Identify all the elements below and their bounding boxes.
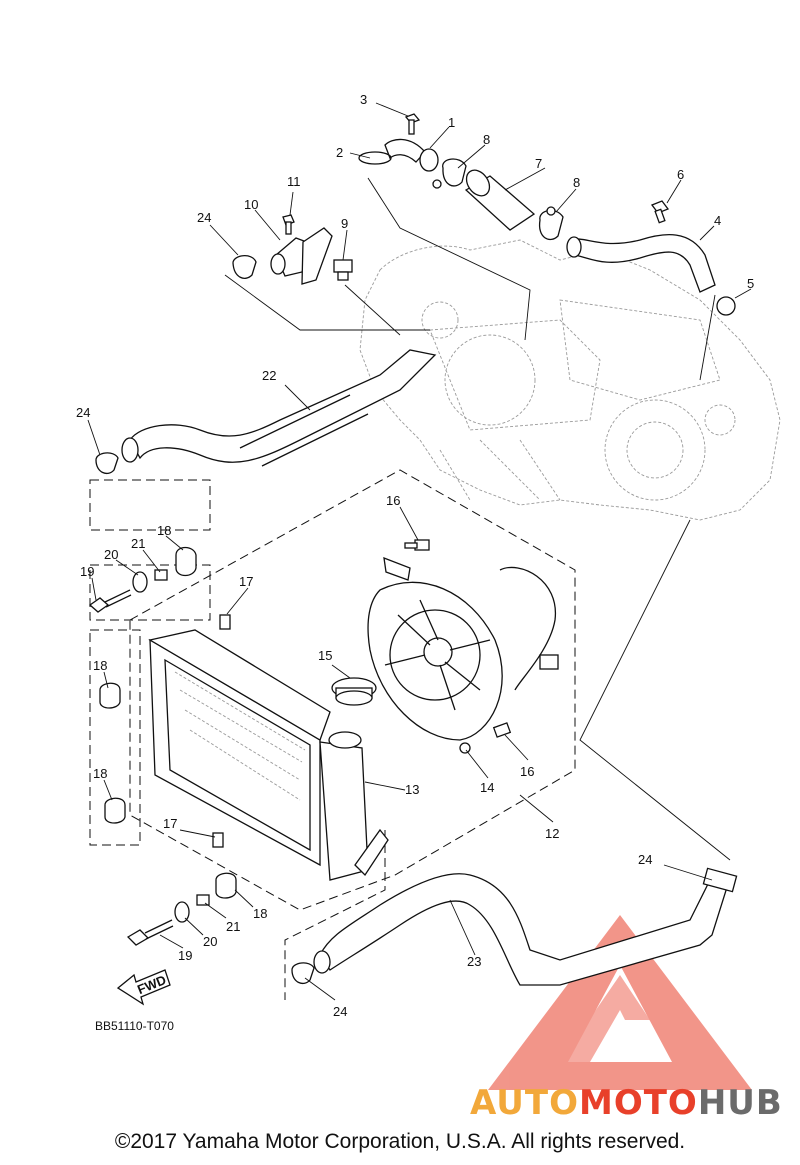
callout-20: 20 — [104, 547, 118, 562]
callout-18: 18 — [253, 906, 267, 921]
callout-19: 19 — [80, 564, 94, 579]
fan-motor-assembly — [367, 556, 559, 754]
callout-17: 17 — [239, 574, 253, 589]
callout-numbers: 3 1 2 8 7 8 6 4 5 11 10 9 24 22 24 16 18… — [76, 92, 754, 1019]
callout-2: 2 — [336, 145, 343, 160]
callout-3: 3 — [360, 92, 367, 107]
callout-1: 1 — [448, 115, 455, 130]
callout-6: 6 — [677, 167, 684, 182]
callout-8: 8 — [483, 132, 490, 147]
callout-8: 8 — [573, 175, 580, 190]
fwd-label: FWD — [135, 972, 168, 997]
callout-24: 24 — [197, 210, 211, 225]
callout-24: 24 — [76, 405, 90, 420]
watermark-logo — [488, 915, 752, 1090]
callout-16: 16 — [520, 764, 534, 779]
watermark-moto: MOTO — [578, 1083, 698, 1123]
callout-21: 21 — [226, 919, 240, 934]
watermark-auto: AUTO — [470, 1083, 579, 1123]
callout-10: 10 — [244, 197, 258, 212]
connection-lines — [224, 177, 731, 861]
engine-outline — [359, 239, 781, 521]
callout-22: 22 — [262, 368, 276, 383]
hose-23 — [291, 867, 738, 986]
callout-14: 14 — [480, 780, 494, 795]
callout-12: 12 — [545, 826, 559, 841]
callout-leaders — [87, 102, 752, 1001]
callout-19: 19 — [178, 948, 192, 963]
callout-24: 24 — [333, 1004, 347, 1019]
radiator — [148, 629, 389, 881]
callout-18: 18 — [93, 658, 107, 673]
callout-18: 18 — [93, 766, 107, 781]
callout-11: 11 — [287, 174, 301, 189]
watermark-hub: HUB — [697, 1083, 783, 1123]
callout-7: 7 — [535, 156, 542, 171]
hose-22 — [95, 349, 437, 474]
callout-21: 21 — [131, 536, 145, 551]
radiator-cap — [331, 677, 377, 706]
callout-18: 18 — [157, 523, 171, 538]
callout-17: 17 — [163, 816, 177, 831]
forward-arrow: FWD — [116, 969, 171, 1006]
assembly-boundary — [89, 469, 576, 1000]
callout-16: 16 — [386, 493, 400, 508]
watermark-wordmark: AUTOMOTOHUB — [470, 1083, 783, 1123]
callout-4: 4 — [714, 213, 721, 228]
callout-15: 15 — [318, 648, 332, 663]
copyright-notice: ©2017 Yamaha Motor Corporation, U.S.A. A… — [114, 1130, 686, 1153]
callout-23: 23 — [467, 954, 481, 969]
callout-5: 5 — [747, 276, 754, 291]
callout-24: 24 — [638, 852, 652, 867]
callout-13: 13 — [405, 782, 419, 797]
drawing-code: BB51110-T070 — [95, 1019, 174, 1033]
callout-20: 20 — [203, 934, 217, 949]
fasteners — [88, 539, 512, 946]
callout-9: 9 — [341, 216, 348, 231]
